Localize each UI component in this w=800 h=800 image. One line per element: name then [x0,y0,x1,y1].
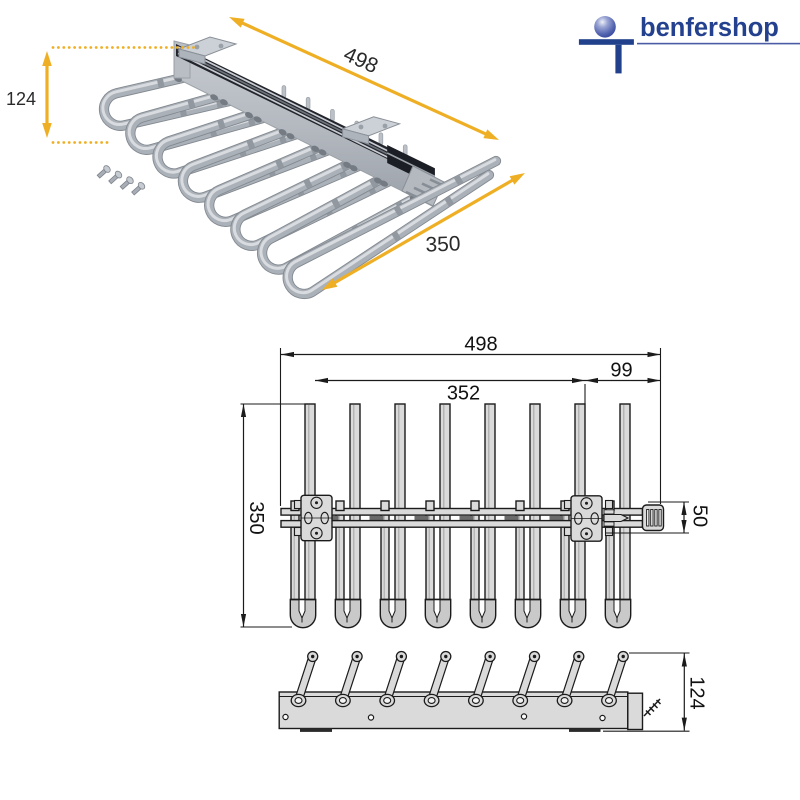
svg-text:99: 99 [610,360,632,382]
svg-text:124: 124 [686,676,708,709]
svg-text:benfershop: benfershop [640,14,779,42]
svg-text:50: 50 [689,505,711,527]
svg-text:498: 498 [340,43,381,78]
svg-text:498: 498 [464,334,497,356]
svg-text:350: 350 [245,501,267,534]
svg-text:350: 350 [425,232,461,256]
svg-text:352: 352 [447,383,480,405]
svg-text:124: 124 [6,89,36,109]
